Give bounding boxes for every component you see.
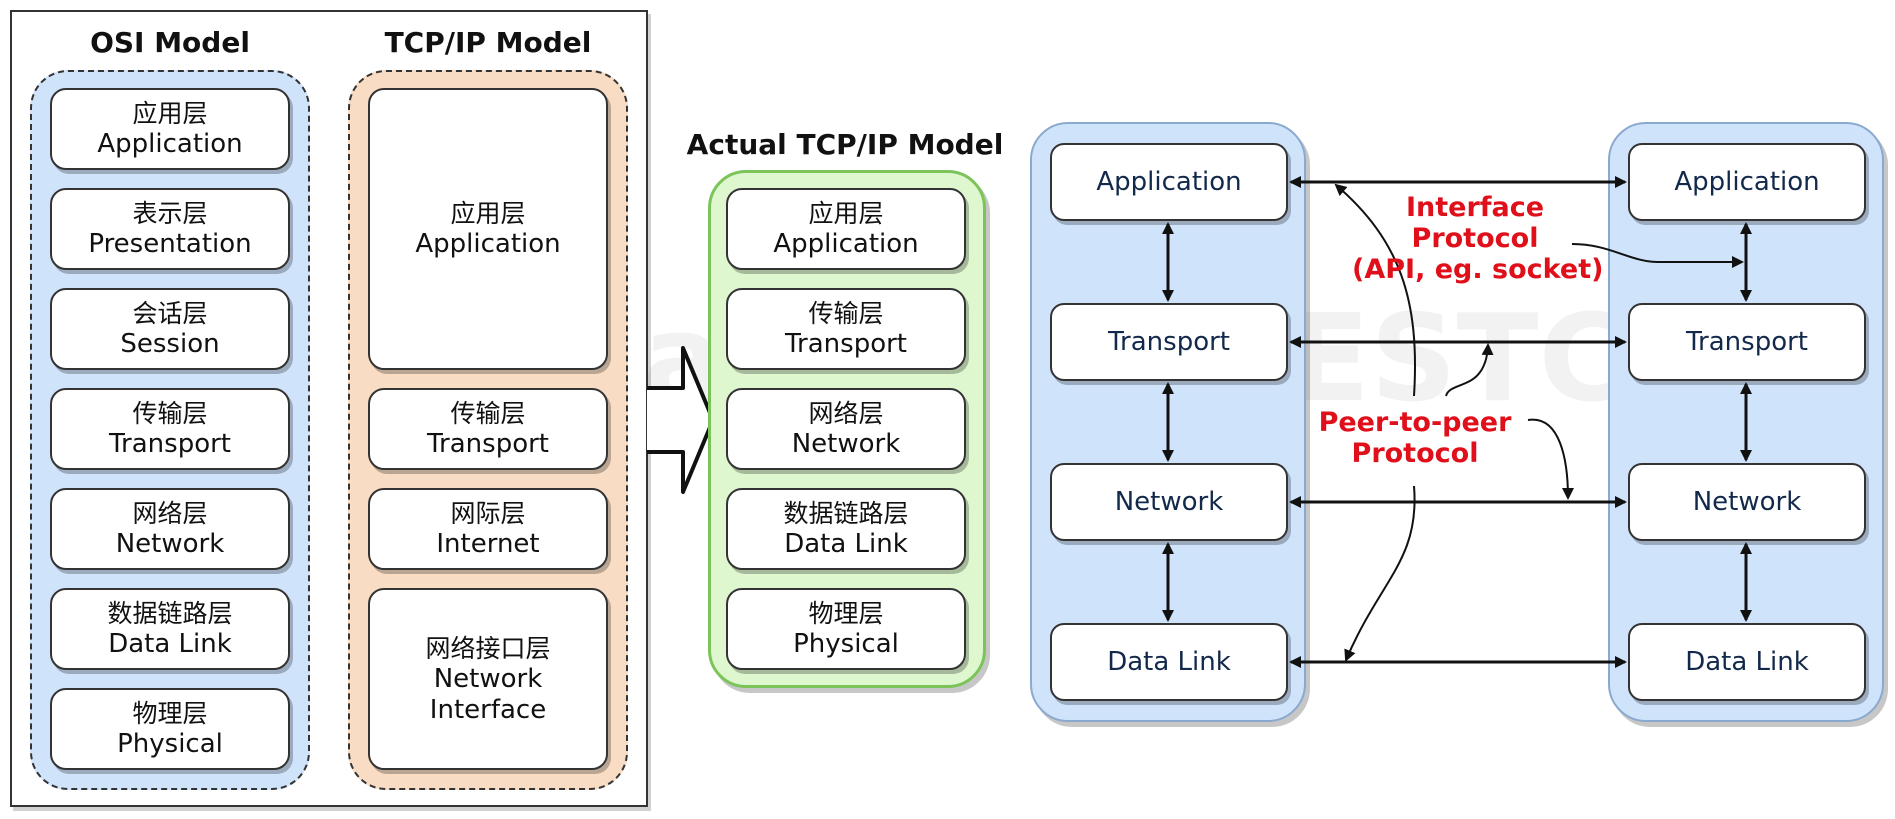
actual-title: Actual TCP/IP Model: [686, 128, 1004, 161]
layer-en: Data Link: [108, 629, 232, 659]
layer-en: Network: [791, 429, 901, 459]
layer-zh: 物理层: [808, 599, 884, 628]
layer-zh: 数据链路层: [783, 499, 909, 528]
tcpip-layer-transport: 传输层 Transport: [368, 388, 608, 470]
layer-zh: 网际层: [450, 499, 526, 528]
right-peer-application: Application: [1628, 143, 1866, 221]
layer-en: Application: [97, 129, 243, 159]
actual-layer-transport: 传输层 Transport: [726, 288, 966, 370]
tcpip-layer-internet: 网际层 Internet: [368, 488, 608, 570]
actual-layer-network: 网络层 Network: [726, 388, 966, 470]
right-peer-transport: Transport: [1628, 303, 1866, 381]
layer-zh: 数据链路层: [107, 599, 233, 628]
tcpip-layer-application: 应用层 Application: [368, 88, 608, 370]
layer-en: Transport: [426, 429, 549, 459]
annotation-line: (API, eg. socket): [1352, 254, 1604, 285]
layer-zh: 网络层: [808, 399, 884, 428]
layer-en: Internet: [436, 529, 540, 559]
layer-en: Presentation: [88, 229, 252, 259]
layer-en: Session: [120, 329, 220, 359]
layer-zh: 网络层: [132, 499, 208, 528]
layer-en: Interface: [429, 694, 547, 725]
left-peer-application: Application: [1050, 143, 1288, 221]
actual-layer-physical: 物理层 Physical: [726, 588, 966, 670]
osi-layer-application: 应用层 Application: [50, 88, 290, 170]
layer-zh: 应用层: [808, 199, 884, 228]
annotation-line: Interface: [1405, 192, 1545, 223]
osi-layer-session: 会话层 Session: [50, 288, 290, 370]
tcpip-title: TCP/IP Model: [384, 26, 592, 59]
right-peer-datalink: Data Link: [1628, 623, 1866, 701]
actual-layer-application: 应用层 Application: [726, 188, 966, 270]
tcpip-layer-network-interface: 网络接口层 Network Interface: [368, 588, 608, 770]
layer-zh: 物理层: [132, 699, 208, 728]
layer-zh: 传输层: [808, 299, 884, 328]
layer-en: Physical: [793, 629, 899, 659]
interface-protocol-label: Interface Protocol (API, eg. socket): [1352, 192, 1604, 285]
layer-en: Application: [415, 229, 561, 259]
osi-layer-datalink: 数据链路层 Data Link: [50, 588, 290, 670]
layer-en: Network: [115, 529, 225, 559]
left-peer-transport: Transport: [1050, 303, 1288, 381]
annotation-line: Protocol: [1351, 438, 1479, 469]
left-peer-network: Network: [1050, 463, 1288, 541]
layer-zh: 网络接口层: [425, 633, 551, 663]
layer-zh: 表示层: [132, 199, 208, 228]
layer-zh: 传输层: [450, 399, 526, 428]
osi-layer-presentation: 表示层 Presentation: [50, 188, 290, 270]
layer-zh: 应用层: [132, 99, 208, 128]
osi-title: OSI Model: [90, 26, 250, 59]
layer-en: Transport: [108, 429, 231, 459]
osi-layer-network: 网络层 Network: [50, 488, 290, 570]
annotation-line: Peer-to-peer: [1318, 407, 1512, 438]
annotation-line: Protocol: [1411, 223, 1539, 254]
layer-en: Transport: [784, 329, 907, 359]
layer-en: Physical: [117, 729, 223, 759]
layer-en: Network: [433, 663, 543, 694]
peer-protocol-label: Peer-to-peer Protocol: [1300, 407, 1530, 469]
left-peer-datalink: Data Link: [1050, 623, 1288, 701]
osi-layer-physical: 物理层 Physical: [50, 688, 290, 770]
actual-layer-datalink: 数据链路层 Data Link: [726, 488, 966, 570]
right-peer-network: Network: [1628, 463, 1866, 541]
layer-en: Data Link: [784, 529, 908, 559]
osi-layer-transport: 传输层 Transport: [50, 388, 290, 470]
layer-zh: 会话层: [132, 299, 208, 328]
layer-zh: 传输层: [132, 399, 208, 428]
layer-en: Application: [773, 229, 919, 259]
layer-zh: 应用层: [450, 199, 526, 228]
